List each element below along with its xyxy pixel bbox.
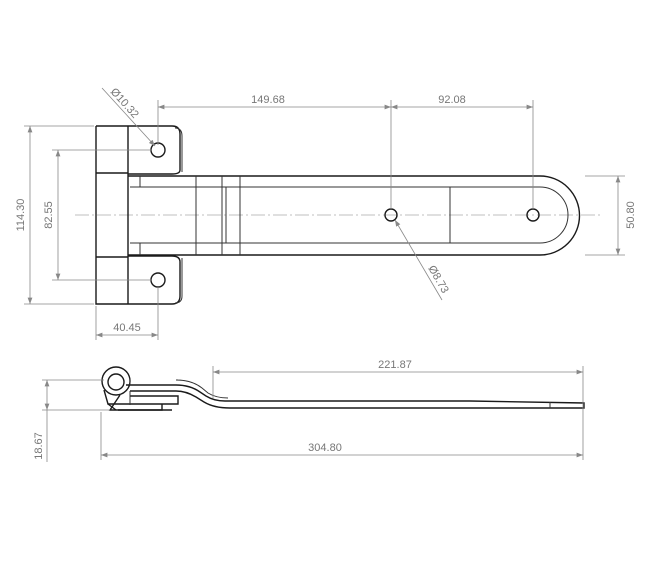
side-dimension-lines xyxy=(42,366,584,462)
plate-hole-bottom xyxy=(150,272,166,288)
dim-hole-spacing-a: 149.68 xyxy=(251,94,285,106)
mounting-plate xyxy=(95,125,183,305)
dim-hole-diameter: Ø10.32 xyxy=(108,86,141,121)
dim-plate-hole-offset: 40.45 xyxy=(113,322,141,334)
strap xyxy=(128,175,581,256)
side-view: 221.87 304.80 18.67 xyxy=(33,359,585,462)
top-view: 149.68 92.08 114.30 82.55 50.80 40.45 Ø1… xyxy=(15,86,637,340)
dim-thickness: 18.67 xyxy=(33,432,45,460)
dimension-lines xyxy=(24,87,625,340)
dim-plate-hole-spacing: 82.55 xyxy=(43,201,55,229)
dim-strap-width: 50.80 xyxy=(625,201,637,229)
dim-hole-spacing-b: 92.08 xyxy=(438,94,466,106)
hinge-profile xyxy=(101,366,585,411)
dim-overall-length: 304.80 xyxy=(308,442,342,454)
dim-overall-height: 114.30 xyxy=(15,199,27,232)
plate-hole-top xyxy=(150,142,166,158)
dim-strap-flat-length: 221.87 xyxy=(378,359,412,371)
dim-strap-hole-diameter: Ø8.73 xyxy=(425,264,450,296)
